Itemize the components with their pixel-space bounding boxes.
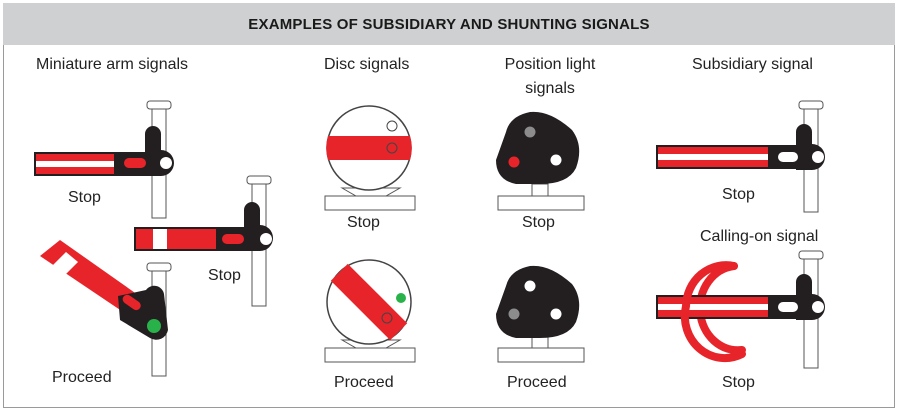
position-light-stop-label: Stop <box>522 214 555 231</box>
arm-white-band <box>52 252 78 276</box>
calling-on-c-arc <box>680 261 746 362</box>
signal-base <box>497 347 585 363</box>
white-lens-icon <box>260 233 272 245</box>
miniature-arm-stop-label-1: Stop <box>68 189 101 206</box>
post-cap <box>146 262 172 272</box>
subsidiary-title: Subsidiary signal <box>692 56 813 73</box>
green-lens-icon <box>147 319 161 333</box>
white-light-lower-icon <box>550 308 562 320</box>
white-lens-icon <box>812 301 824 313</box>
red-lens-icon <box>124 158 146 168</box>
lens-slot-icon <box>778 152 798 162</box>
arm-white-stripe <box>658 154 768 160</box>
disc-light-lower-icon <box>386 142 398 154</box>
arm-white-stripe <box>658 304 768 310</box>
white-light-upper-icon <box>524 280 536 292</box>
disc-signal-stop <box>324 105 416 211</box>
white-lens-icon <box>812 151 824 163</box>
post-cap <box>798 250 824 260</box>
diagram-title: EXAMPLES OF SUBSIDIARY AND SHUNTING SIGN… <box>248 15 650 33</box>
miniature-arm-signal-stop-1 <box>34 100 174 219</box>
miniature-arm-signal-stop-2 <box>134 175 273 307</box>
signal-head <box>496 265 580 338</box>
miniature-arm-stop-label-2: Stop <box>208 267 241 284</box>
disc-signal-proceed <box>324 259 416 363</box>
subsidiary-stop-label: Stop <box>722 186 755 203</box>
arm-white-band <box>153 229 167 249</box>
lens-slot-icon <box>778 302 798 312</box>
position-light-title-line2: signals <box>525 80 575 97</box>
signal-head <box>496 111 580 184</box>
miniature-arm-title: Miniature arm signals <box>36 56 189 73</box>
grey-light-icon <box>524 126 536 138</box>
grey-light-icon <box>508 308 520 320</box>
calling-on-signal-stop <box>656 250 825 369</box>
signal-stem <box>531 183 549 197</box>
disc-light-lower-icon <box>381 312 393 324</box>
miniature-arm-signal-proceed <box>40 240 172 377</box>
post-cap <box>798 100 824 110</box>
position-light-title-line1: Position light <box>504 56 596 73</box>
disc-red-band <box>326 136 412 160</box>
disc-stop-label: Stop <box>347 214 380 231</box>
white-lens-icon <box>160 157 172 169</box>
white-light-icon <box>550 154 562 166</box>
position-light-signal-proceed <box>496 265 585 363</box>
arm-red-panel <box>136 229 216 249</box>
miniature-arm-proceed-label: Proceed <box>52 369 112 386</box>
disc-green-light-icon <box>396 293 406 303</box>
disc-light-upper-icon <box>386 120 398 132</box>
disc-base <box>324 195 416 211</box>
red-light-icon <box>508 156 520 168</box>
calling-on-stop-label: Stop <box>722 374 755 391</box>
post-cap <box>146 100 172 110</box>
disc-title: Disc signals <box>324 56 410 73</box>
disc-base <box>324 347 416 363</box>
disc-proceed-label: Proceed <box>334 374 394 391</box>
signal-base <box>497 195 585 211</box>
red-lens-icon <box>222 234 244 244</box>
post-cap <box>246 175 272 185</box>
header-banner: EXAMPLES OF SUBSIDIARY AND SHUNTING SIGN… <box>3 3 895 45</box>
red-lens-icon <box>122 294 141 311</box>
calling-on-title: Calling-on signal <box>700 228 819 245</box>
disc-red-band <box>330 263 408 341</box>
arm-white-stripe <box>36 161 114 167</box>
position-light-signal-stop <box>496 111 585 211</box>
position-light-proceed-label: Proceed <box>507 374 567 391</box>
subsidiary-signal-stop <box>656 100 825 213</box>
